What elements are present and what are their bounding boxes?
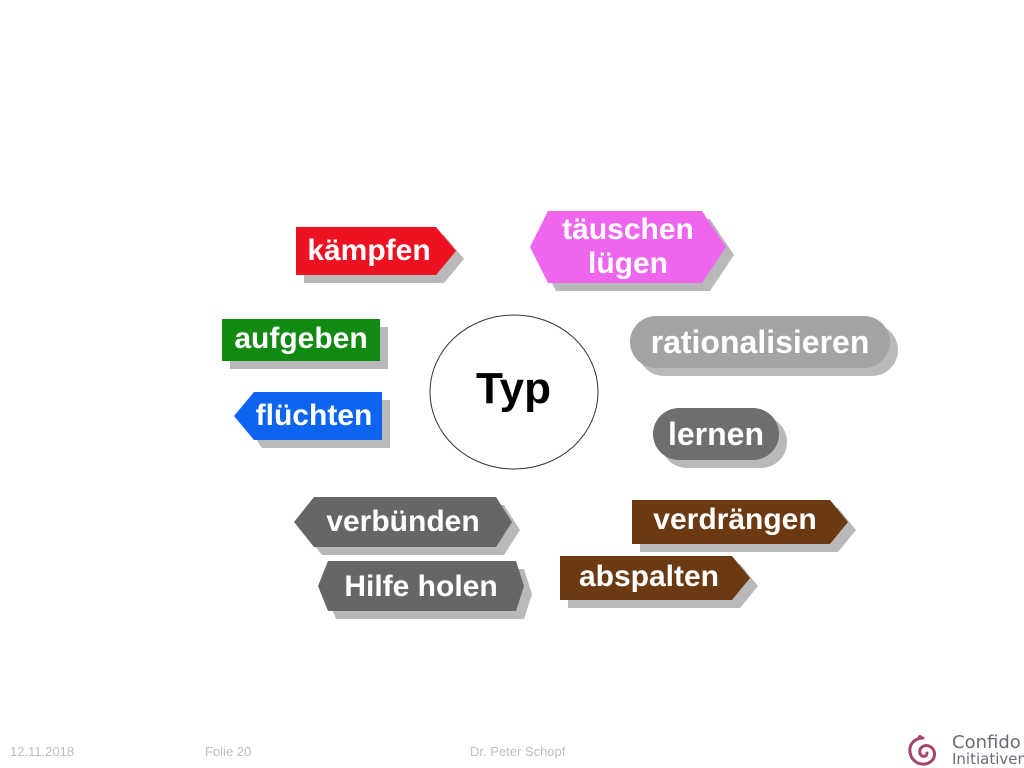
footer-author: Dr. Peter Schopf [470,744,566,759]
footer-date: 12.11.2018 [10,744,75,759]
node-rationalisieren: rationalisieren [630,316,898,376]
node-aufgeben: aufgeben [222,319,388,369]
node-verdraengen-label: verdrängen [653,503,817,536]
node-hilfe-label: Hilfe holen [344,570,498,603]
logo-line-1: Confido [952,732,1021,753]
node-abspalten-label: abspalten [578,560,720,593]
node-fluechten-label: flüchten [255,399,373,432]
node-verbuenden-shape [294,497,512,547]
node-kaempfen-shape [296,227,456,275]
node-aufgeben-label: aufgeben [234,322,368,355]
node-abspalten-shape [560,556,750,600]
node-rationalisieren-label: rationalisieren [650,323,870,360]
node-verdraengen-shape [632,500,848,544]
node-fluechten: flüchten [234,392,390,448]
confido-logo: Confido Initiativen [906,732,1024,768]
logo-line-2: Initiativen [952,750,1024,768]
node-lernen-label: lernen [667,415,765,452]
node-abspalten: abspalten [560,556,758,608]
node-hilfe: Hilfe holen [318,561,532,619]
center-label: Typ [476,364,551,413]
node-fluechten-shape [234,392,382,440]
footer-slide-number: Folie 20 [205,744,252,759]
node-lernen-shape [653,408,779,460]
node-taeuschen: täuschen lügen [530,211,734,291]
node-aufgeben-shape [222,319,380,361]
node-hilfe-shape [318,561,524,611]
node-verbuenden: verbünden [294,497,520,555]
node-kaempfen-label: kämpfen [307,234,431,267]
node-kaempfen: kämpfen [296,227,464,283]
node-verdraengen: verdrängen [632,500,856,552]
node-taeuschen-shape [530,211,726,283]
confido-logo-mark-icon [908,735,936,766]
node-verbuenden-label: verbünden [326,505,480,538]
node-taeuschen-label-1: täuschen [562,213,694,246]
node-taeuschen-label-2: lügen [588,247,668,280]
node-rationalisieren-shape [630,316,890,368]
node-lernen: lernen [653,408,787,468]
